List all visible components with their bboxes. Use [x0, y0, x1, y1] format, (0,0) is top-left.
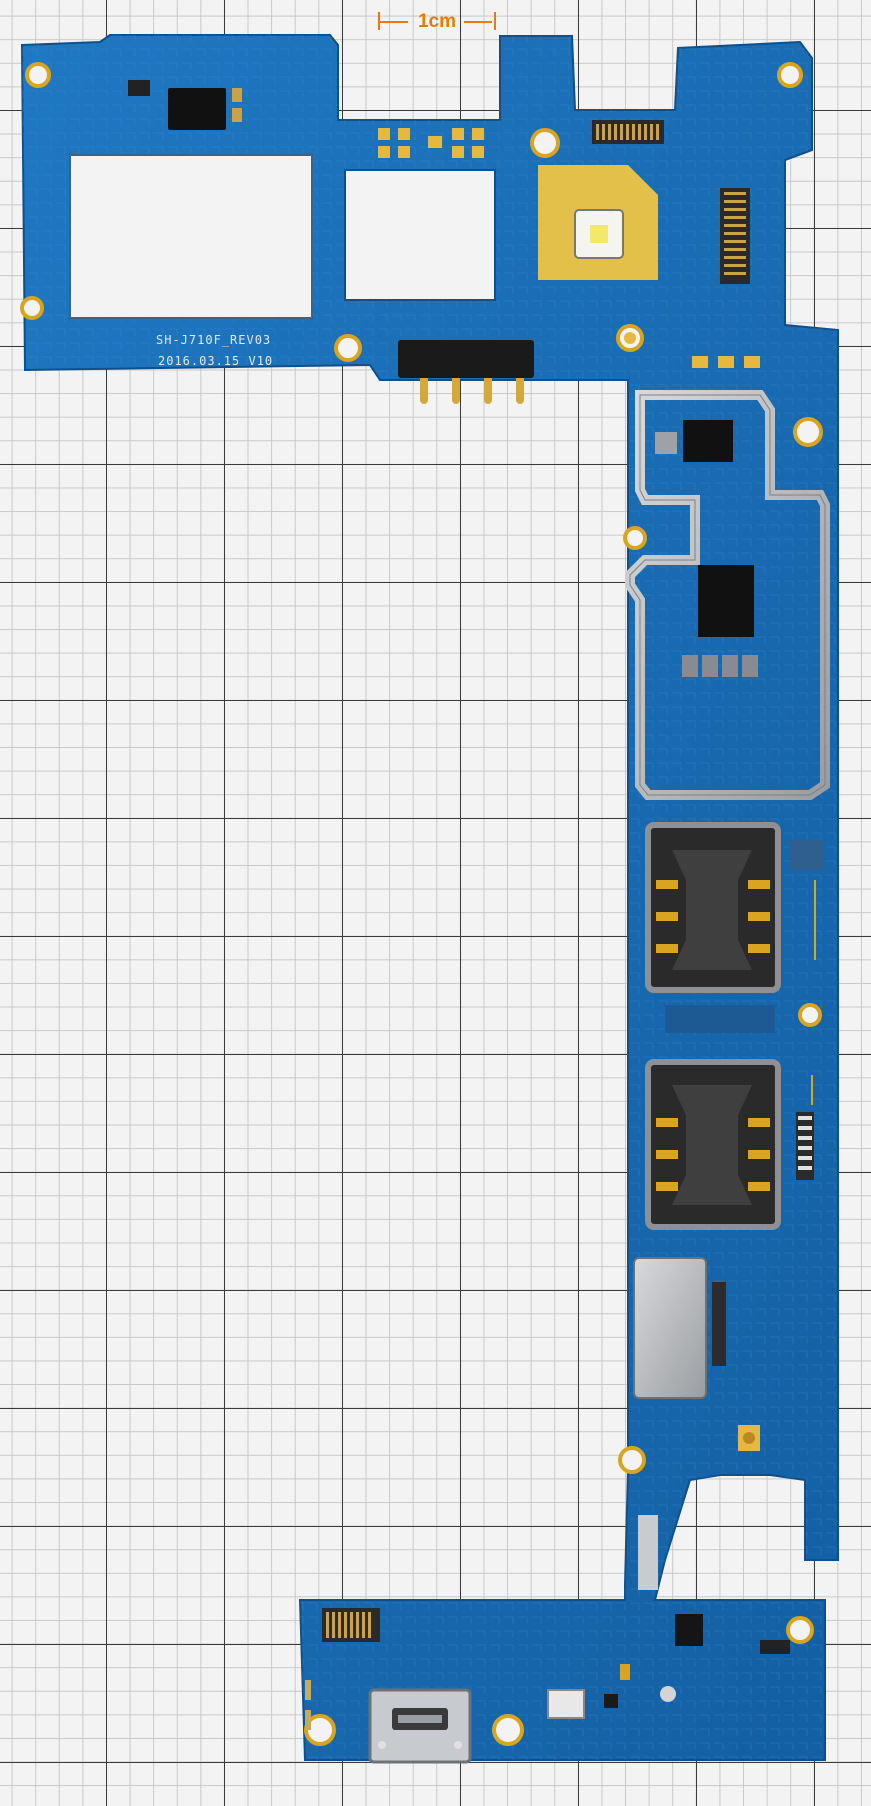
bottom-ic-group	[547, 1614, 790, 1719]
board-model-label: SH-J710F_REV03	[156, 333, 272, 347]
sim-side-components	[665, 840, 824, 1180]
right-flex-connector	[720, 188, 750, 284]
battery-connector	[398, 340, 534, 404]
scale-label: 1cm	[417, 11, 457, 32]
flash-pad	[538, 165, 658, 280]
scale-tick-right	[494, 12, 496, 30]
usb-port	[368, 1688, 472, 1764]
side-key-pad	[738, 1425, 760, 1451]
mounting-holes	[20, 62, 823, 1746]
scale-tick-left	[378, 12, 380, 30]
top-left-ic	[128, 80, 242, 130]
lower-flex-strip	[638, 1515, 658, 1590]
scale-arrow-left	[380, 21, 408, 23]
gold-test-pads	[378, 128, 484, 158]
board-cutouts	[69, 154, 496, 319]
scale-arrow-right	[464, 21, 492, 23]
sim-card-slot-1	[645, 822, 781, 993]
main-shield-can	[625, 390, 830, 800]
small-pads-right	[624, 332, 760, 368]
top-flex-connector	[592, 120, 664, 144]
bottom-connector-left	[322, 1608, 380, 1642]
sd-card-shield	[633, 1257, 726, 1399]
bottom-side-pins	[305, 1680, 311, 1730]
board-date-label: 2016.03.15 V10	[158, 354, 274, 368]
sim-card-slot-2	[645, 1059, 781, 1230]
